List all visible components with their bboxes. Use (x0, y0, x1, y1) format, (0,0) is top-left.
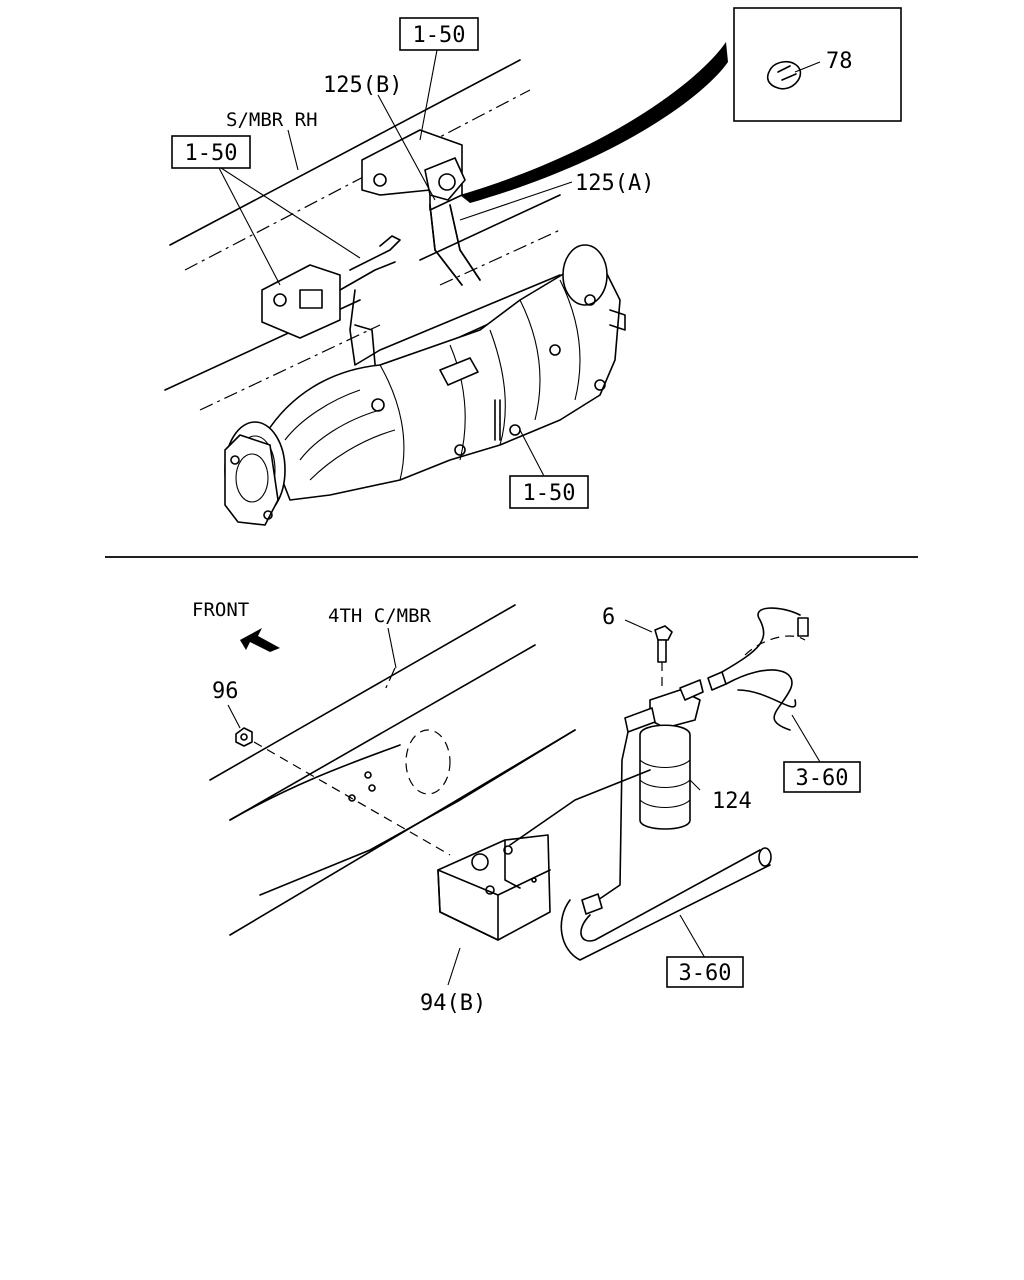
left-bracket (261, 235, 401, 339)
label-cross-member: 4TH C/MBR (328, 605, 432, 627)
label-hose-125a: 125(A) (575, 171, 654, 196)
upper-leaders (217, 49, 573, 479)
ref-label-hose-upper: 3-60 (796, 766, 849, 791)
front-label: FRONT (192, 599, 249, 621)
cross-member (209, 604, 576, 936)
hose-lower (560, 731, 772, 961)
label-valve-124: 124 (712, 789, 752, 814)
ref-box-hose-lower: 3-60 (666, 956, 744, 988)
nut-96 (227, 704, 451, 856)
inset-box: 78 (733, 7, 902, 122)
ref-box-left: 1-50 (171, 135, 251, 169)
ref-label-top: 1-50 (413, 23, 466, 48)
hose-upper (707, 607, 821, 763)
ref-label-hose-lower: 3-60 (679, 961, 732, 986)
bracket-94b (437, 834, 551, 986)
inset-leader (460, 42, 728, 203)
dpf-unit (224, 244, 626, 526)
valve-124 (624, 679, 704, 830)
ref-box-hose-upper: 3-60 (783, 761, 861, 793)
side-member-rails (164, 59, 561, 411)
label-bolt-6: 6 (602, 605, 615, 630)
label-nut-96: 96 (212, 679, 239, 704)
label-hose-125b: 125(B) (323, 73, 402, 98)
ref-label-bottom: 1-50 (523, 481, 576, 506)
upper-view: 1-50 1-50 1-50 125(B) 125(A) S/MBR RH 78 (164, 7, 902, 526)
ref-box-top: 1-50 (399, 17, 479, 51)
label-clip-78: 78 (826, 49, 853, 74)
label-bracket-94b: 94(B) (420, 991, 486, 1016)
ref-box-bottom: 1-50 (509, 475, 589, 509)
bolt-6 (624, 619, 673, 690)
upper-bracket (361, 129, 466, 211)
ref-label-left: 1-50 (185, 141, 238, 166)
front-arrow-icon (240, 628, 280, 652)
label-side-member: S/MBR RH (226, 109, 318, 131)
lower-view: FRONT 4TH C/MBR 96 (192, 599, 861, 1016)
